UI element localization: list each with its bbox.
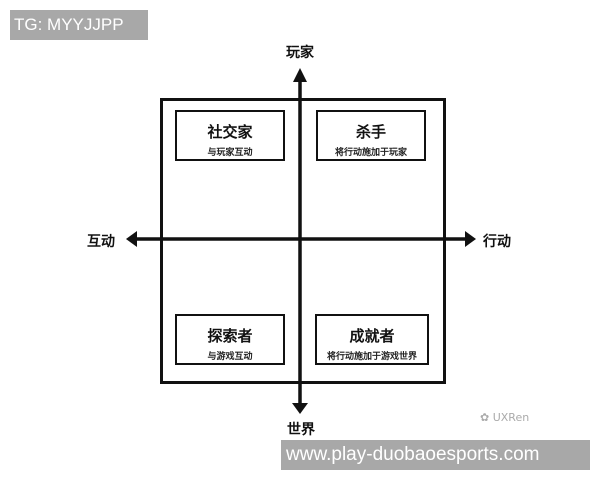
quadrant-title: 杀手 [355, 123, 386, 141]
quadrant-desc: 与游戏互动 [207, 352, 253, 362]
wechat-icon: ✿ [480, 411, 493, 424]
quadrant-killer: 杀手 将行动施加于玩家 [316, 110, 426, 161]
arrow-down-icon [292, 403, 308, 414]
arrow-left-icon [126, 231, 137, 247]
quadrant-explorer: 探索者 与游戏互动 [175, 314, 285, 365]
axis-label-top: 玩家 [286, 45, 314, 61]
watermark-bottom: www.play-duobaoesports.com [281, 440, 590, 470]
axis-label-right: 行动 [483, 234, 511, 250]
quadrant-title: 成就者 [349, 327, 395, 345]
quadrant-socializer: 社交家 与玩家互动 [175, 110, 285, 161]
source-mark-text: UXRen [492, 411, 530, 424]
source-mark: ✿ UXRen [480, 411, 529, 424]
outer-frame [160, 98, 446, 384]
axis-label-bottom: 世界 [287, 422, 315, 438]
watermark-top: TG: MYYJJPP [10, 10, 148, 40]
quadrant-desc: 将行动施加于玩家 [334, 148, 407, 158]
quadrant-title: 探索者 [207, 327, 253, 345]
quadrant-title: 社交家 [207, 123, 253, 141]
arrow-right-icon [465, 231, 476, 247]
arrow-up-icon [293, 68, 307, 82]
quadrant-achiever: 成就者 将行动施加于游戏世界 [315, 314, 429, 365]
quadrant-desc: 将行动施加于游戏世界 [326, 352, 417, 362]
axis-label-left: 互动 [87, 234, 115, 250]
quadrant-desc: 与玩家互动 [207, 148, 253, 158]
